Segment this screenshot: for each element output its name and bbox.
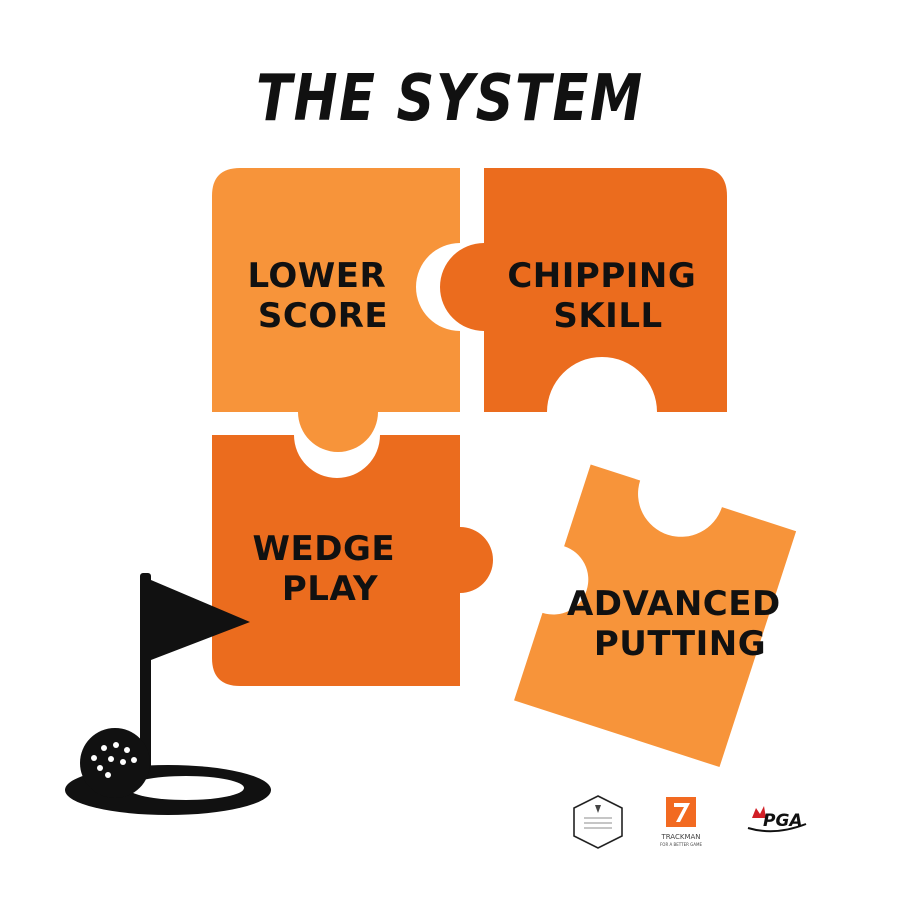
titleist-performance-badge-icon: [573, 795, 623, 849]
golf-flag-icon: [140, 573, 250, 773]
trackman-logo: TRACKMAN FOR A BETTER GAME: [660, 797, 702, 847]
svg-text:FOR A BETTER GAME: FOR A BETTER GAME: [660, 842, 702, 847]
svg-text:TRACKMAN: TRACKMAN: [660, 833, 700, 841]
piece-label-3: WEDGE PLAY: [253, 529, 408, 609]
puzzle-piece-chipping-skill: [440, 168, 727, 412]
svg-text:PGA: PGA: [763, 811, 803, 831]
page-title: THE SYSTEM: [256, 62, 644, 136]
puzzle-piece-lower-score: [212, 168, 460, 452]
piece-label-4: ADVANCED PUTTING: [567, 584, 793, 664]
puzzle-piece-wedge-play: [212, 435, 493, 686]
piece-label-2: CHIPPING SKILL: [507, 256, 708, 336]
piece-label-1: LOWER SCORE: [247, 256, 398, 336]
golf-ball-icon: [80, 728, 150, 798]
puzzle-piece-advanced-putting: [514, 464, 797, 768]
golf-hole-icon: [65, 765, 271, 815]
pga-logo: PGA: [747, 806, 807, 833]
